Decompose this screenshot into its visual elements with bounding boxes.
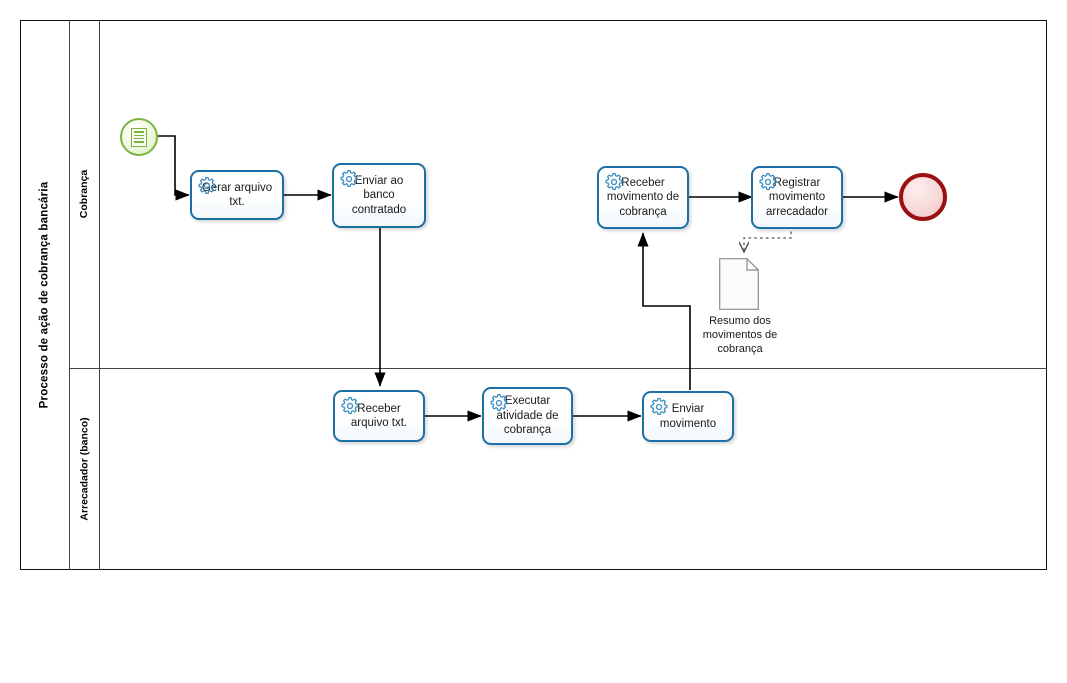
task-receber-movimento[interactable]: Receber movimento de cobrança [597,166,689,229]
task-executar-atividade[interactable]: Executar atividade de cobrança [482,387,573,445]
gear-icon [198,176,216,195]
task-label: Receber arquivo txt. [350,402,408,430]
lane-header-arrecadador: Arrecadador (banco) [70,368,100,570]
task-label: Gerar arquivo txt. [201,181,273,209]
task-enviar-banco[interactable]: Enviar ao banco contratado [332,163,426,228]
gear-icon [650,397,668,416]
data-object-resumo[interactable]: Resumo dos movimentos de cobrança [703,258,777,355]
gear-icon [605,172,623,191]
process-pool [20,20,1047,570]
lane-label-cobranca: Cobrança [78,169,91,219]
task-label: Receber movimento de cobrança [606,176,680,218]
document-icon [131,127,147,147]
gear-icon [490,393,508,412]
task-label: Registrar movimento arrecadador [765,176,828,218]
pool-header: Processo de ação de cobrança bancária [20,20,70,570]
gear-icon [341,396,359,415]
task-receber-arquivo[interactable]: Receber arquivo txt. [333,390,425,442]
gear-icon [759,172,777,191]
lane-header-cobranca: Cobrança [70,20,100,368]
gear-icon [340,169,358,188]
task-label: Executar atividade de cobrança [496,395,559,437]
task-gerar-arquivo[interactable]: Gerar arquivo txt. [190,170,284,220]
lane-divider [70,368,1047,369]
start-event[interactable] [120,118,158,156]
lane-label-arrecadador: Arrecadador (banco) [78,417,91,521]
task-enviar-movimento[interactable]: Enviar movimento [642,391,734,442]
data-object-label: Resumo dos movimentos de cobrança [702,315,778,355]
document-shape-icon [719,258,759,310]
pool-title: Processo de ação de cobrança bancária [38,181,51,409]
task-label: Enviar ao banco contratado [351,174,407,216]
task-label: Enviar movimento [659,403,717,430]
end-event[interactable] [899,173,947,221]
task-registrar-movimento[interactable]: Registrar movimento arrecadador [751,166,843,229]
